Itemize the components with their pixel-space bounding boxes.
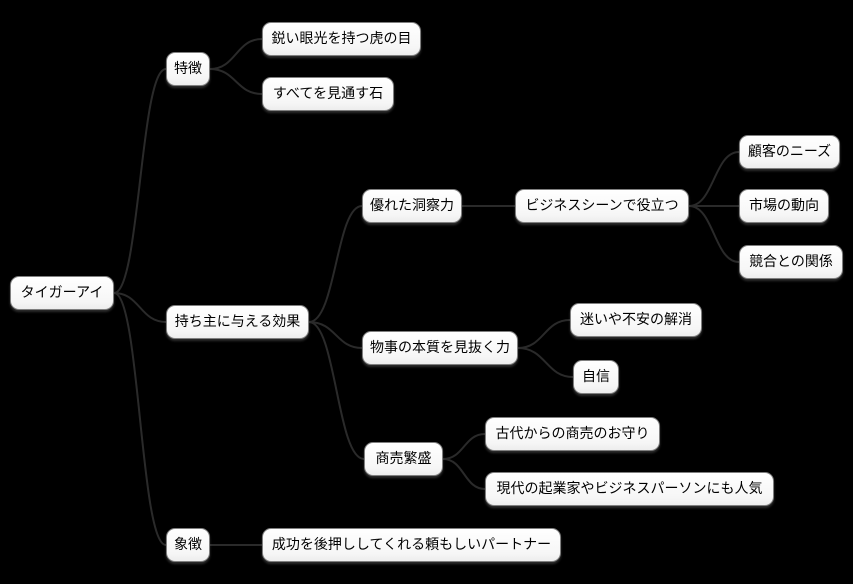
node-sharp-tiger-gaze[interactable]: 鋭い眼光を持つ虎の目	[262, 22, 421, 56]
node-resolve-doubt-anxiety[interactable]: 迷いや不安の解消	[570, 303, 702, 337]
connector-features-all-seeing-stone	[209, 68, 263, 95]
connector-essence-resolve-doubt	[517, 319, 571, 349]
connector-effects-prosperity	[308, 321, 365, 460]
node-confidence[interactable]: 自信	[573, 360, 619, 394]
connector-root-features	[113, 68, 167, 294]
connector-effects-see-essence	[308, 321, 363, 349]
connector-business-customer-needs	[688, 151, 740, 207]
connector-features-sharp-gaze	[209, 38, 263, 70]
connector-effects-insight	[308, 205, 363, 323]
node-excellent-insight[interactable]: 優れた洞察力	[362, 189, 462, 223]
node-customer-needs[interactable]: 顧客のニーズ	[739, 135, 840, 169]
connector-prosperity-ancient-charm	[442, 433, 486, 460]
node-market-trends[interactable]: 市場の動向	[739, 189, 829, 223]
node-competitor-relations[interactable]: 競合との関係	[739, 245, 843, 279]
node-effects-on-owner[interactable]: 持ち主に与える効果	[166, 305, 309, 339]
node-see-essence[interactable]: 物事の本質を見抜く力	[362, 331, 518, 365]
node-features[interactable]: 特徴	[166, 52, 210, 86]
node-reliable-success-partner[interactable]: 成功を後押ししてくれる頼もしいパートナー	[262, 528, 561, 562]
node-useful-in-business[interactable]: ビジネスシーンで役立つ	[515, 189, 689, 223]
node-symbolism[interactable]: 象徴	[166, 528, 210, 562]
connector-essence-confidence	[517, 347, 574, 378]
node-popular-modern-entrepreneurs[interactable]: 現代の起業家やビジネスパーソンにも人気	[485, 472, 774, 506]
node-business-prosperity[interactable]: 商売繁盛	[364, 442, 443, 476]
connector-prosperity-modern-popular	[442, 458, 486, 490]
node-tiger-eye[interactable]: タイガーアイ	[10, 276, 114, 310]
connector-root-symbolism	[113, 292, 167, 546]
node-all-seeing-stone[interactable]: すべてを見通す石	[262, 77, 394, 111]
node-ancient-business-charm[interactable]: 古代からの商売のお守り	[485, 417, 660, 451]
connector-business-competitors	[688, 205, 740, 263]
connector-root-effects	[113, 292, 167, 323]
